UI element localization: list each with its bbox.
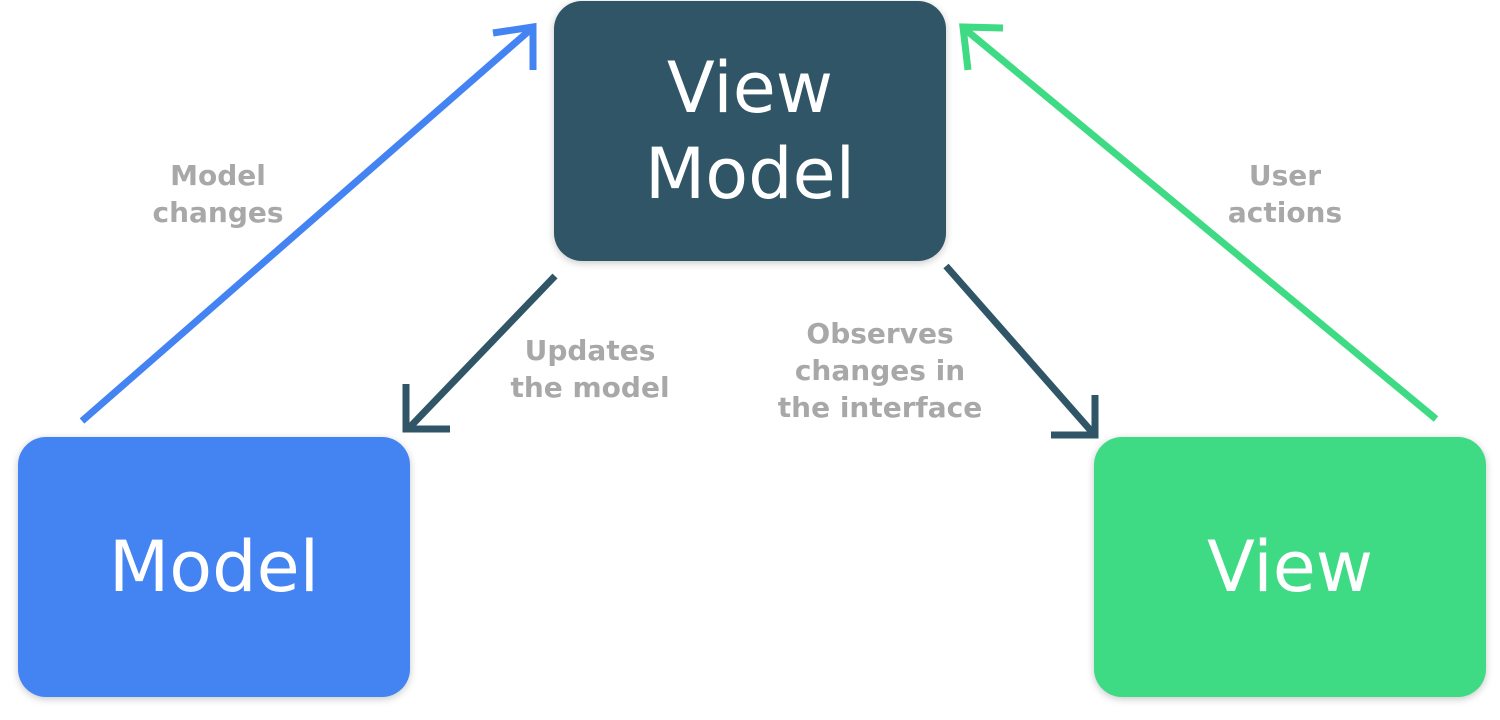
- view-node-label: View: [1206, 526, 1374, 608]
- model-changes-arrow: [79, 22, 537, 424]
- view-node: View: [1094, 437, 1486, 697]
- model-node-label: Model: [108, 526, 320, 608]
- user-actions-label: User actions: [1227, 159, 1343, 229]
- view-model-node: View Model: [554, 1, 946, 261]
- user-actions-arrow: [959, 23, 1439, 422]
- observes-changes-arrow: [943, 263, 1099, 439]
- model-node: Model: [18, 437, 410, 697]
- view-model-node-label: View Model: [644, 47, 856, 215]
- observes-changes-label: Observes changes in the interface: [777, 317, 983, 424]
- model-changes-label: Model changes: [152, 159, 284, 229]
- updates-the-model-label: Updates the model: [510, 334, 670, 404]
- updates-model-arrow: [402, 273, 558, 433]
